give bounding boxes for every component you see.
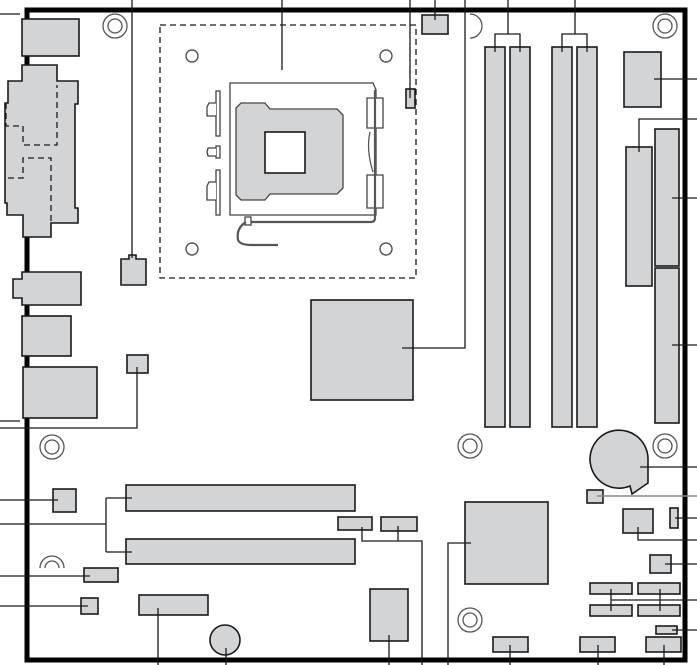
callout-line — [610, 589, 697, 611]
processor-socket — [206, 82, 384, 247]
mounting-hole — [469, 13, 483, 39]
callout-line — [402, 0, 466, 349]
ps2-connector — [21, 18, 80, 57]
heatsink-hole — [185, 242, 199, 256]
front-audio-header — [83, 567, 119, 583]
mounting-hole — [652, 433, 678, 459]
serial-header — [337, 516, 373, 531]
parallel-port-outline — [8, 157, 52, 221]
callout-line — [638, 118, 697, 152]
back-panel-io-stack — [4, 64, 79, 238]
heatsink-hole — [379, 242, 393, 256]
system-fan-header-top — [120, 254, 147, 286]
usb-header-mid — [380, 516, 418, 532]
processor-keepout-area — [159, 24, 417, 279]
pci-slot-2 — [125, 538, 356, 565]
callout-line — [447, 542, 471, 665]
sata-connector — [637, 582, 681, 595]
speaker — [209, 624, 241, 656]
memory-slot-b0 — [551, 46, 573, 428]
northbridge-mch — [310, 299, 414, 401]
firewire-header — [138, 594, 209, 616]
callout-line — [637, 527, 697, 541]
mounting-hole — [652, 13, 678, 39]
board-outline — [24, 7, 688, 663]
io-controller — [369, 588, 409, 642]
callout-line — [0, 497, 132, 553]
battery — [589, 429, 649, 496]
heatsink-hole — [185, 49, 199, 63]
mounting-hole — [39, 555, 65, 569]
usb-audio-stack — [22, 366, 98, 419]
memory-slot-a1 — [509, 46, 531, 428]
callout-line — [561, 0, 588, 52]
memory-slot-a0 — [484, 46, 506, 428]
callout-line — [0, 367, 138, 429]
memory-slot-b1 — [576, 46, 598, 428]
pci-slot-1 — [125, 484, 356, 512]
southbridge-ich — [464, 501, 549, 585]
callout-line — [494, 0, 521, 52]
heatsink-hole — [379, 49, 393, 63]
mounting-hole — [457, 607, 483, 633]
sata-connector — [637, 604, 681, 617]
mounting-holes — [39, 13, 678, 633]
cpu-die-area — [264, 131, 306, 174]
usb-lan-stack — [21, 315, 72, 357]
mounting-hole — [39, 434, 65, 460]
floppy-connector — [625, 146, 653, 287]
mounting-hole — [102, 13, 128, 39]
mounting-hole — [457, 433, 483, 459]
serial-port-outline — [5, 85, 58, 146]
callout-line — [361, 526, 423, 665]
audio-jack-stack — [12, 271, 82, 306]
